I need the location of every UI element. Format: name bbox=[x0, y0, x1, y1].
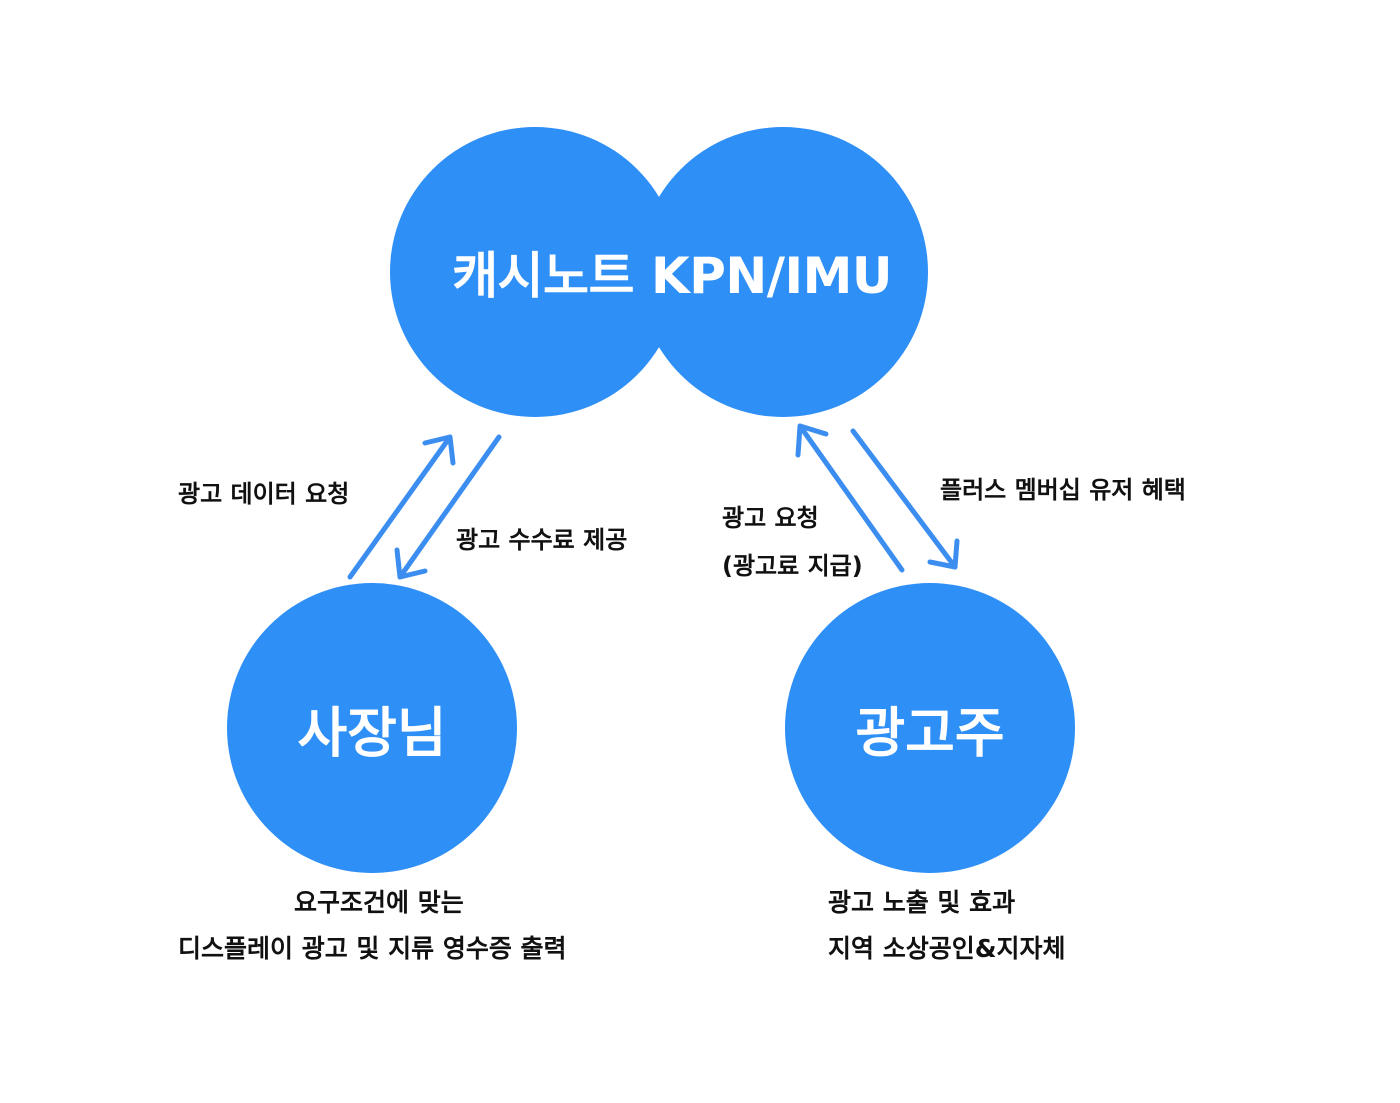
advertiser-node-label: 광고주 bbox=[855, 701, 1005, 765]
owner-description: 요구조건에 맞는 디스플레이 광고 및 지류 영수증 출력 bbox=[178, 880, 608, 972]
hub-node-label: 캐시노트 KPN/IMU bbox=[452, 247, 892, 305]
owner-node-label: 사장님 bbox=[297, 701, 447, 765]
advertiser-description: 광고 노출 및 효과 지역 소상공인&지자체 bbox=[828, 880, 1066, 972]
arrow-hub-to-advertiser bbox=[850, 428, 960, 570]
owner-description-line-2: 디스플레이 광고 및 지류 영수증 출력 bbox=[178, 934, 567, 963]
advertiser-description-line-2: 지역 소상공인&지자체 bbox=[828, 934, 1066, 963]
edge-label-hub-to-advertiser: 플러스 멤버십 유저 혜택 bbox=[940, 476, 1186, 504]
edge-label-advertiser-to-hub-line-2: (광고료 지급) bbox=[722, 552, 863, 580]
edge-label-hub-to-owner: 광고 수수료 제공 bbox=[456, 526, 628, 554]
arrow-owner-to-hub bbox=[347, 434, 456, 580]
hub-circle-right bbox=[638, 127, 928, 417]
hub-circle-left bbox=[390, 127, 680, 417]
owner-description-line-1: 요구조건에 맞는 bbox=[294, 888, 464, 917]
arrow-advertiser-to-hub bbox=[795, 423, 905, 573]
advertiser-circle bbox=[785, 583, 1075, 873]
owner-circle bbox=[227, 583, 517, 873]
edge-label-owner-to-hub: 광고 데이터 요청 bbox=[178, 480, 350, 508]
edge-label-advertiser-to-hub-line-1: 광고 요청 bbox=[722, 504, 819, 532]
arrow-hub-to-owner bbox=[394, 434, 502, 580]
advertiser-description-line-1: 광고 노출 및 효과 bbox=[828, 888, 1016, 917]
